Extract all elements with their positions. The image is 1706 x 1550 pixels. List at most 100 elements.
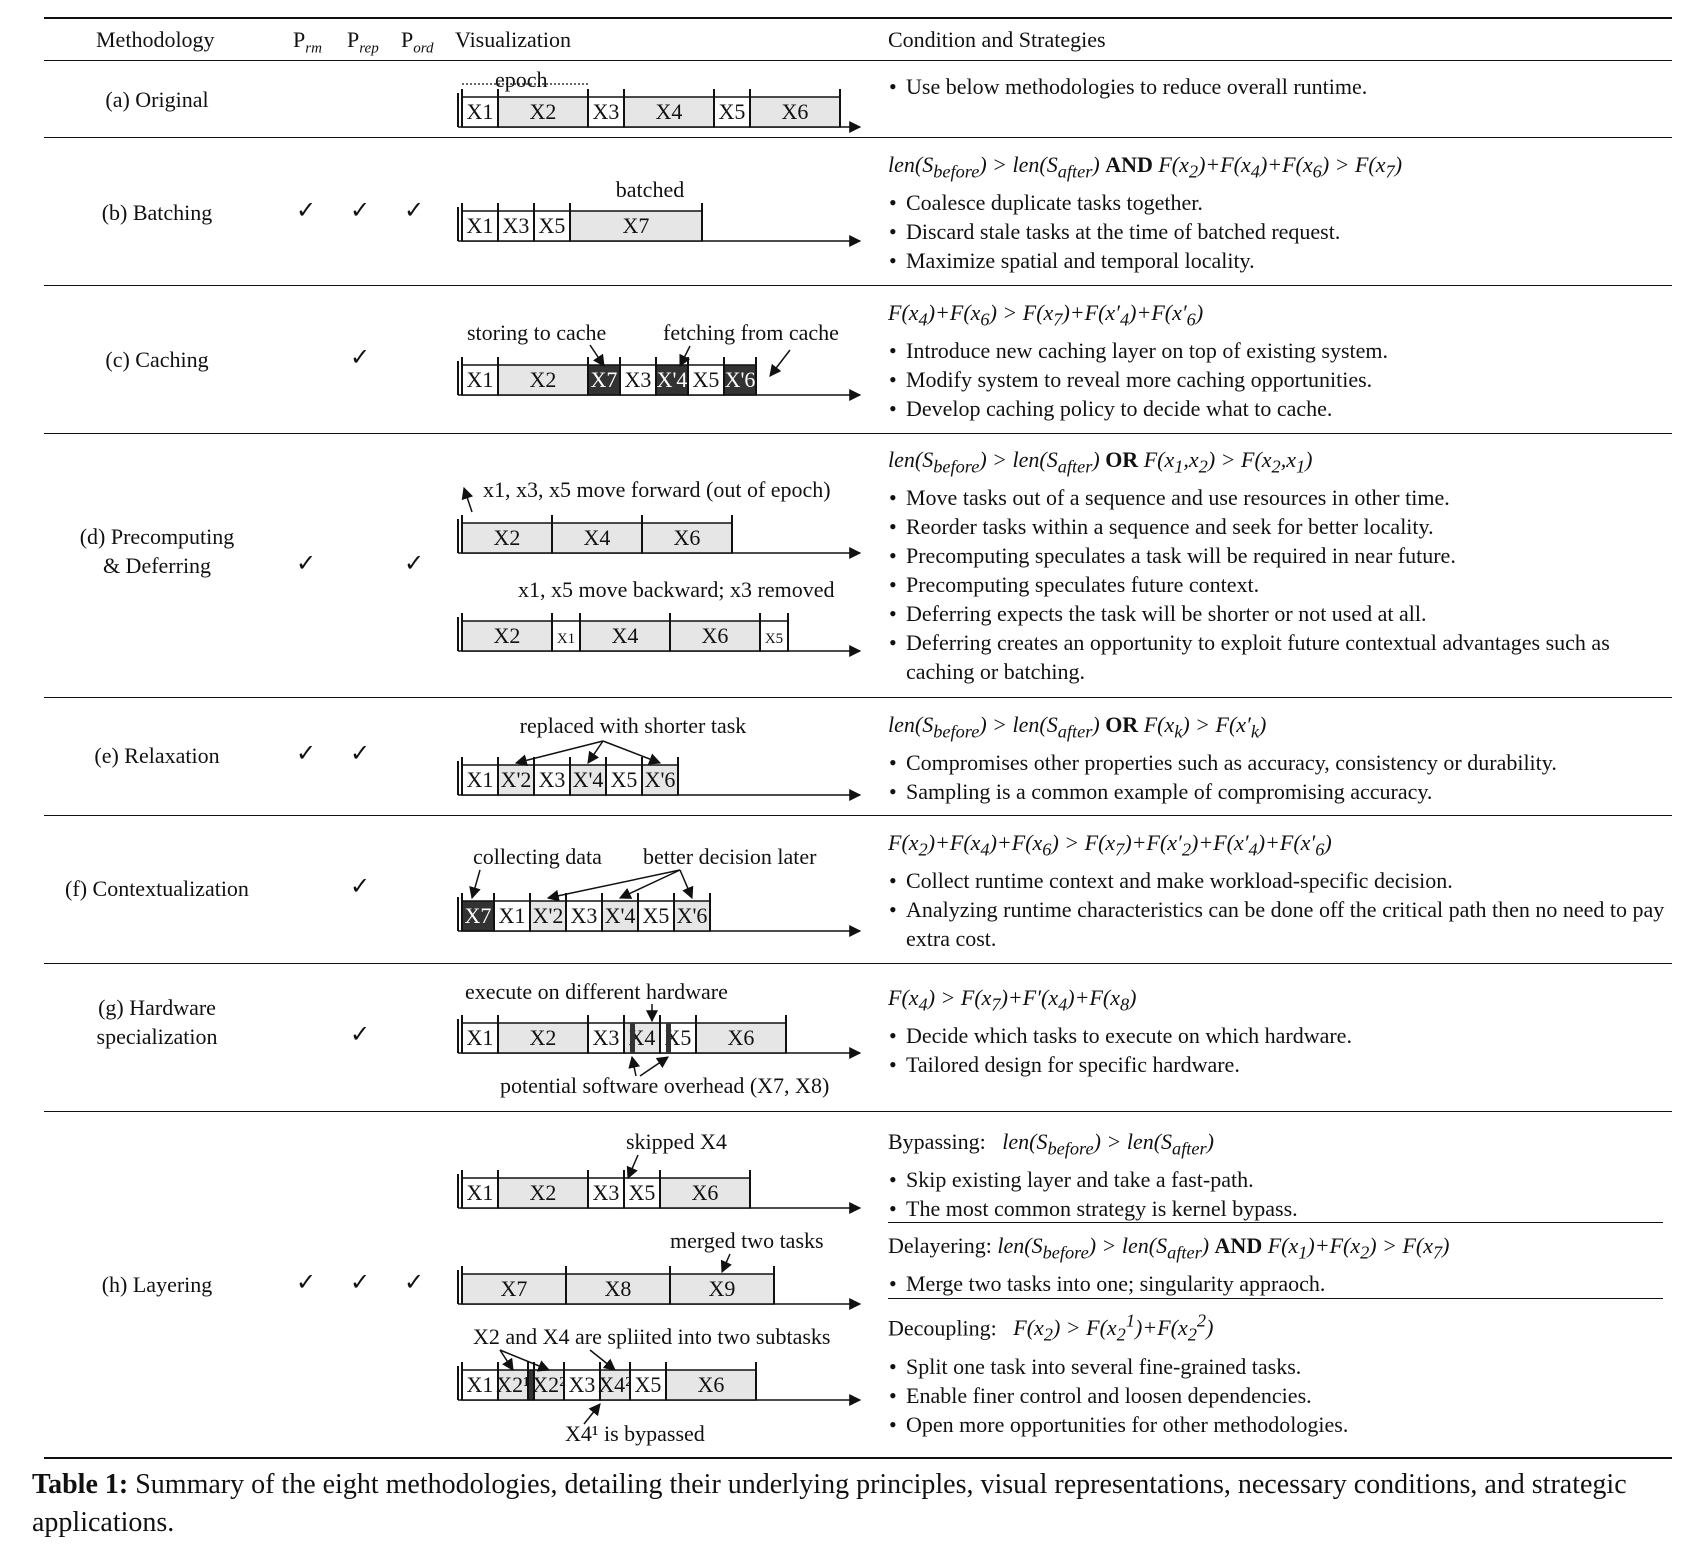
methodology-original: (a) Original (105, 87, 209, 112)
layering-sub-rule (888, 1222, 1663, 1223)
task-label: X7 (501, 1276, 528, 1301)
task-label: X5 (635, 1372, 662, 1397)
row-rule-f (44, 963, 1672, 964)
task-label: X3 (569, 1372, 596, 1397)
task-box (587, 1022, 625, 1054)
task-box (605, 764, 643, 796)
table-caption: Table 1: Summary of the eight methodolog… (32, 1469, 1627, 1538)
viz-arrow (514, 740, 604, 767)
strategy-bullet: Precomputing speculates a task will be r… (889, 541, 1668, 570)
conditions-precomputing: len(Sbefore) > len(Safter) OR F(x1,x2) >… (888, 445, 1668, 686)
strategy-bullet: Collect runtime context and make workloa… (889, 866, 1668, 895)
condition-formula: len(Sbefore) > len(Safter) AND F(x2)+F(x… (888, 152, 1403, 182)
execute-hw-label: execute on different hardware (465, 979, 728, 1004)
condition-formula: F(x4) > F(x7)+F′(x4)+F(x8) (888, 985, 1137, 1015)
condition-formula: Decoupling: F(x2) > F(x21)+F(x22) (888, 1311, 1214, 1345)
overhead-label: potential software overhead (X7, X8) (500, 1073, 829, 1098)
move-forward-label: x1, x3, x5 move forward (out of epoch) (483, 477, 831, 502)
task-label: X'2 (533, 903, 564, 928)
methodology-deferring: & Deferring (102, 553, 212, 578)
task-label: X7 (591, 367, 618, 392)
epoch-label: epoch (495, 67, 548, 92)
viz-arrow (546, 869, 681, 902)
header-conditions: Condition and Strategies (888, 27, 1106, 52)
check-mark: ✓ (404, 1270, 425, 1296)
strategy-bullet: Compromises other properties such as acc… (889, 748, 1668, 777)
strategy-bullet: Develop caching policy to decide what to… (889, 394, 1668, 423)
header-rule (44, 60, 1672, 61)
task-label: X3 (539, 767, 566, 792)
methodology-layering: (h) Layering (101, 1272, 213, 1297)
check-mark: ✓ (350, 198, 371, 224)
task-box (461, 522, 553, 554)
task-box (695, 1022, 787, 1054)
task-box (641, 764, 679, 796)
check-mark: ✓ (350, 1022, 371, 1048)
strategy-bullet: Tailored design for specific hardware. (889, 1050, 1668, 1079)
viz-arrow (589, 1349, 616, 1371)
task-box (569, 764, 607, 796)
task-label: X4 (584, 525, 611, 550)
task-label: X6 (698, 1372, 725, 1397)
task-label: X4 (612, 623, 639, 648)
split-label: X2 and X4 are spliited into two subtasks (473, 1324, 830, 1349)
task-label: X2¹ (496, 1372, 529, 1397)
task-box (497, 1369, 529, 1401)
task-box (623, 1022, 661, 1054)
task-label: X7 (465, 903, 492, 928)
strategy-bullet: Enable finer control and loosen dependen… (889, 1381, 1668, 1410)
task-label: X2 (494, 623, 521, 648)
overhead-bar (666, 1023, 671, 1053)
task-label: X3 (503, 213, 530, 238)
strategy-bullet: Move tasks out of a sequence and use res… (889, 483, 1668, 512)
task-box (461, 96, 499, 128)
task-box (533, 764, 571, 796)
task-label: X3 (593, 1025, 620, 1050)
task-box (587, 96, 625, 128)
header-methodology: Methodology (96, 27, 215, 52)
viz-arrow (461, 486, 474, 513)
conditions-batching: len(Sbefore) > len(Safter) AND F(x2)+F(x… (888, 150, 1668, 275)
collecting-label: collecting data (473, 844, 602, 869)
replaced-label: replaced with shorter task (520, 713, 747, 738)
task-label: X5 (719, 99, 746, 124)
viz-arrow (499, 1349, 514, 1372)
check-mark: ✓ (296, 551, 317, 577)
condition-formula: F(x4)+F(x6) > F(x7)+F(x′4)+F(x′6) (888, 300, 1204, 330)
methodology-specialization: specialization (96, 1024, 218, 1049)
task-box (637, 900, 675, 932)
task-label: X4 (656, 99, 683, 124)
row-rule-d (44, 697, 1672, 698)
row-rule-b (44, 285, 1672, 286)
task-label: X3 (593, 99, 620, 124)
strategy-bullet: Decide which tasks to execute on which h… (889, 1021, 1668, 1050)
check-mark: ✓ (296, 1270, 317, 1296)
task-box (461, 210, 499, 242)
task-label: X5 (765, 631, 783, 647)
skipped-label: skipped X4 (626, 1129, 727, 1154)
strategy-bullet: Modify system to reveal more caching opp… (889, 365, 1668, 394)
storing-label: storing to cache (467, 320, 606, 345)
viz-arrow (602, 740, 662, 765)
batched-label: batched (616, 177, 684, 202)
task-box (723, 364, 757, 396)
strategy-bullet: Merge two tasks into one; singularity ap… (889, 1269, 1668, 1298)
header-p-rm: Prm (293, 27, 322, 57)
task-box (641, 522, 733, 554)
conditions-original: Use below methodologies to reduce overal… (888, 70, 1668, 101)
strategy-bullet: Skip existing layer and take a fast-path… (889, 1165, 1668, 1194)
viz-arrow (589, 344, 605, 367)
task-label: X1 (467, 767, 494, 792)
methodology-relaxation: (e) Relaxation (94, 743, 220, 768)
task-box (759, 620, 789, 652)
strategy-bullet: Discard stale tasks at the time of batch… (889, 217, 1668, 246)
conditions-contextualization: F(x2)+F(x4)+F(x6) > F(x7)+F(x′2)+F(x′4)+… (888, 828, 1668, 953)
overhead-bar (630, 1023, 635, 1053)
strategy-bullet: Use below methodologies to reduce overal… (889, 72, 1668, 101)
methodology-precomputing: (d) Precomputing (79, 524, 235, 549)
strategy-bullet: The most common strategy is kernel bypas… (889, 1194, 1668, 1223)
methodology-caching: (c) Caching (105, 347, 209, 372)
merged-label: merged two tasks (670, 1228, 824, 1253)
task-label: X1 (467, 99, 494, 124)
task-box (461, 1177, 499, 1209)
